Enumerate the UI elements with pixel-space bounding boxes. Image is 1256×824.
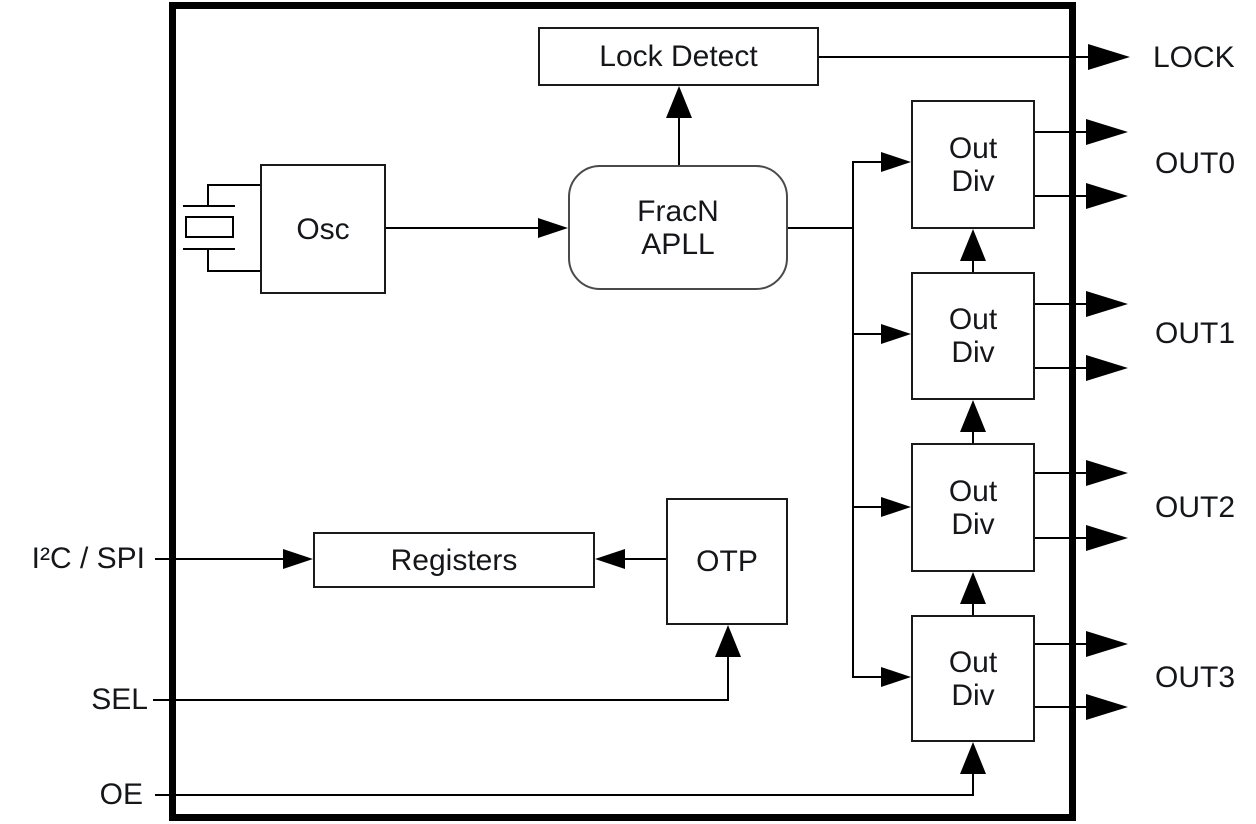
wire-lock [819, 56, 1090, 58]
wire-out3-n [1035, 706, 1089, 708]
wire-apll-to-lockdetect [678, 114, 680, 167]
osc-block: Osc [260, 164, 386, 294]
wire [183, 248, 235, 250]
arrow-icon [1086, 525, 1128, 551]
out3-port-label: OUT3 [1155, 661, 1236, 694]
wire-out1-n [1035, 367, 1089, 369]
lock-detect-block: Lock Detect [538, 27, 819, 86]
out0-port-label: OUT0 [1155, 147, 1236, 180]
arrow-icon [283, 549, 313, 569]
arrow-icon [960, 742, 986, 774]
sel-port-label: SEL [91, 683, 148, 716]
otp-label: OTP [696, 545, 758, 578]
arrow-icon [1086, 631, 1128, 657]
wire-oe-riser [972, 771, 974, 796]
oe-port-label: OE [99, 778, 143, 811]
lock-detect-label: Lock Detect [599, 40, 758, 73]
wire-branch-out0 [852, 161, 884, 163]
arrow-icon [1086, 119, 1128, 145]
wire [207, 248, 209, 272]
arrow-icon [960, 229, 986, 261]
fracn-apll-label-line1: FracN [637, 194, 719, 228]
wire-out0-p [1035, 131, 1089, 133]
out-div-label-line2: Div [951, 336, 995, 369]
wire-out3-p [1035, 643, 1089, 645]
out1-port-label: OUT1 [1155, 317, 1236, 350]
arrow-icon [881, 152, 911, 172]
arrow-icon [960, 400, 986, 432]
wire-out2-n [1035, 537, 1089, 539]
arrow-icon [1086, 183, 1128, 209]
wire-sel-riser [727, 654, 729, 701]
wire [208, 270, 261, 272]
lock-port-label: LOCK [1153, 41, 1235, 74]
wire-sel [153, 699, 729, 701]
arrow-icon [538, 218, 568, 238]
arrow-icon [715, 625, 741, 657]
osc-label: Osc [296, 212, 350, 246]
arrow-icon [1086, 355, 1128, 381]
wire [208, 184, 261, 186]
arrow-icon [881, 667, 911, 687]
wire-div3-to-div2 [972, 601, 974, 617]
arrow-icon [595, 549, 625, 569]
out-div-label-line2: Div [951, 164, 995, 198]
wire-out2-p [1035, 472, 1089, 474]
arrow-icon [666, 86, 692, 118]
arrow-icon [960, 572, 986, 604]
fracn-apll-label-line2: APLL [641, 227, 715, 261]
i2c-spi-port-label: I²C / SPI [31, 542, 145, 575]
wire [183, 205, 235, 207]
wire-out0-n [1035, 195, 1089, 197]
wire-i2c [155, 558, 285, 560]
wire-branch-out1 [852, 333, 884, 335]
wire-branch-out3 [852, 676, 884, 678]
wire-osc-to-apll [386, 227, 542, 229]
out-div-label-line1: Out [948, 303, 998, 336]
wire-oe [155, 794, 974, 796]
registers-label: Registers [390, 543, 518, 577]
wire-apll-out [786, 227, 854, 229]
out-div-label-line1: Out [948, 131, 998, 165]
arrow-icon [881, 324, 911, 344]
out-div-label-line1: Out [948, 474, 998, 508]
wire-otp-to-registers [623, 558, 666, 560]
arrow-icon [1088, 44, 1130, 70]
wire-branch-out2 [852, 506, 884, 508]
fracn-apll-block: FracN APLL [568, 165, 788, 290]
registers-block: Registers [313, 532, 595, 588]
out-div-label-line2: Div [951, 678, 995, 712]
arrow-icon [1086, 694, 1128, 720]
wire-div1-to-div0 [972, 258, 974, 274]
out-div-block-3: Out Div [911, 615, 1035, 742]
out-div-block-1: Out Div [911, 272, 1035, 400]
wire-div2-to-div1 [972, 429, 974, 445]
otp-block: OTP [666, 498, 788, 625]
chip-boundary [169, 2, 1076, 821]
arrow-icon [1086, 291, 1128, 317]
wire [207, 184, 209, 207]
out-div-block-0: Out Div [911, 100, 1035, 229]
wire-out1-p [1035, 303, 1089, 305]
wire-output-bus [852, 161, 854, 678]
out-div-label-line2: Div [951, 507, 995, 541]
out-div-label-line1: Out [948, 645, 998, 679]
out-div-block-2: Out Div [911, 443, 1035, 572]
out2-port-label: OUT2 [1155, 491, 1236, 524]
arrow-icon [881, 497, 911, 517]
arrow-icon [1086, 460, 1128, 486]
